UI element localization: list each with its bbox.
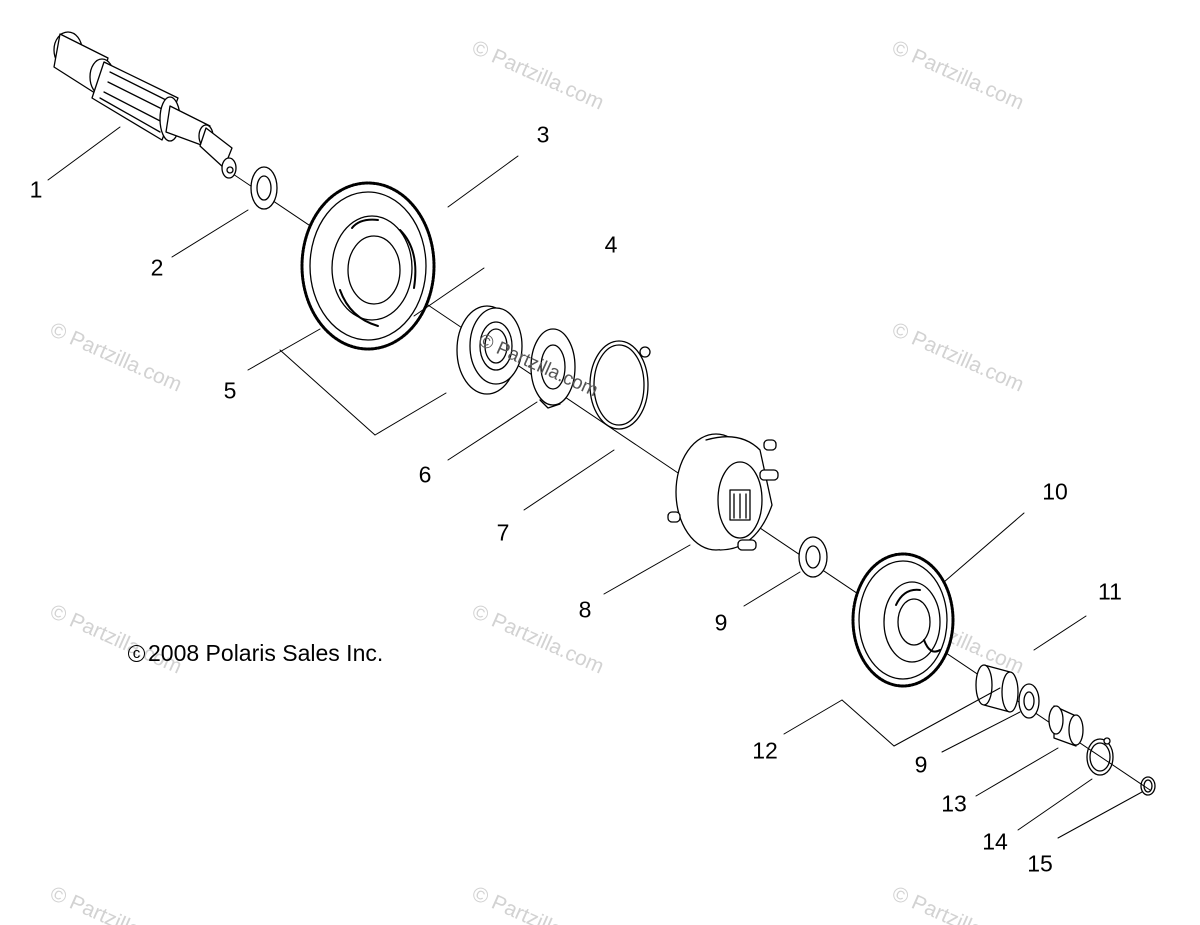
clip-part	[1140, 776, 1156, 796]
snap-ring-part	[589, 340, 651, 430]
callout-6: 6	[418, 461, 432, 488]
callout-12: 12	[752, 737, 778, 764]
callout-13: 13	[941, 790, 967, 817]
callout-1: 1	[29, 176, 43, 203]
callout-9: 9	[914, 751, 928, 778]
shaft-part	[53, 31, 237, 179]
washer-part	[250, 166, 278, 210]
callout-7: 7	[496, 519, 510, 546]
callout-9: 9	[714, 609, 728, 636]
callout-10: 10	[1042, 478, 1068, 505]
large-gear-part	[300, 181, 436, 351]
washer-part	[1018, 683, 1040, 719]
callout-4: 4	[604, 231, 618, 258]
copyright-symbol: c	[128, 645, 145, 662]
callout-5: 5	[223, 377, 237, 404]
callout-8: 8	[578, 596, 592, 623]
callout-11: 11	[1098, 578, 1122, 605]
small-gear-part	[851, 552, 955, 688]
bushing-part	[975, 664, 1019, 713]
leader-lines	[47, 126, 1143, 839]
bearing-part	[456, 305, 523, 395]
copyright-text: 2008 Polaris Sales Inc.	[148, 640, 384, 666]
callout-3: 3	[536, 121, 550, 148]
lock-plate-part	[530, 328, 576, 409]
callout-14: 14	[982, 828, 1008, 855]
callout-2: 2	[150, 254, 164, 281]
snap-ring-part	[1086, 737, 1114, 776]
washer-part	[798, 536, 828, 578]
bushing-part	[1048, 705, 1084, 747]
callout-15: 15	[1027, 850, 1053, 877]
clutch-hub-part	[667, 433, 779, 551]
